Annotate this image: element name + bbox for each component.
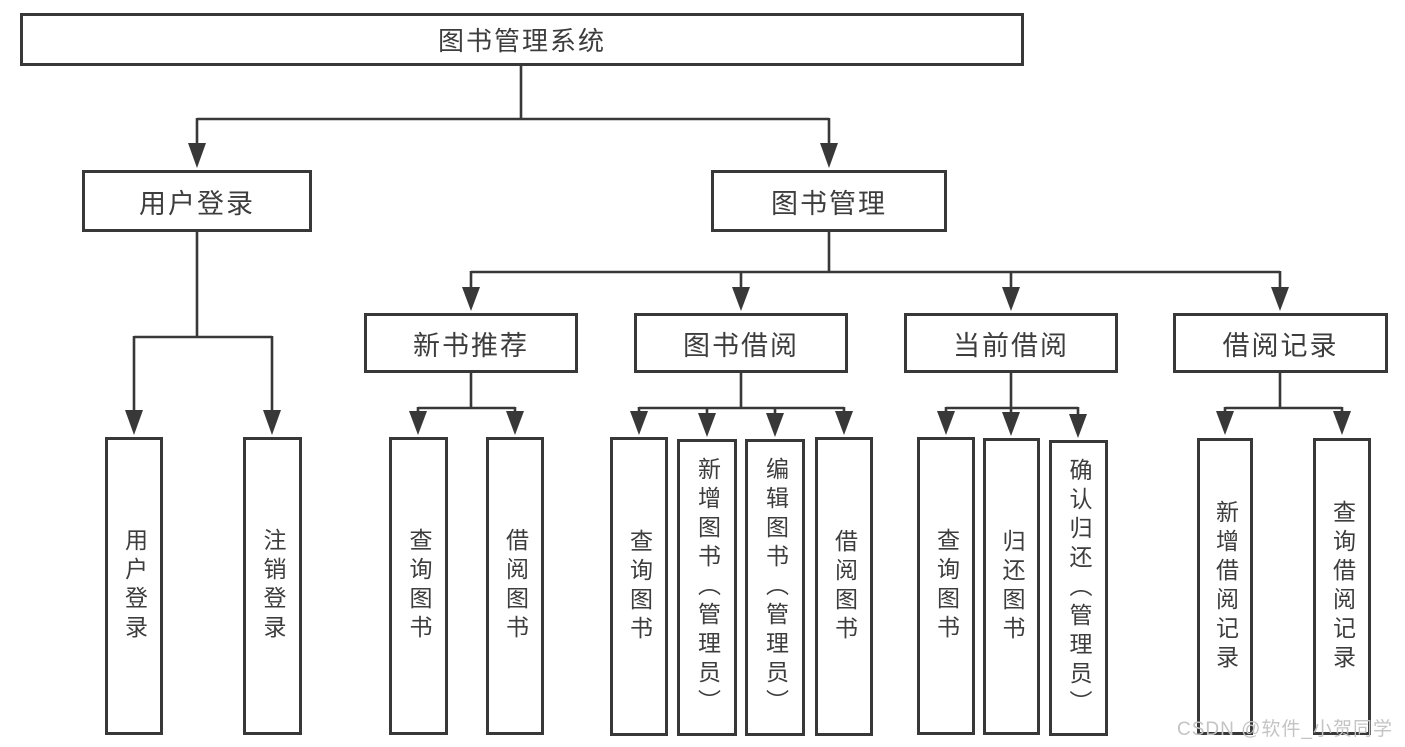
node-leaf-logout-label: 注销登录 [260, 528, 286, 644]
node-leaf-br-add-record: 新增借阅记录 [1197, 438, 1253, 735]
node-borrow-records-label: 借阅记录 [1222, 330, 1339, 361]
node-leaf-cb-query-books-label: 查询图书 [933, 528, 960, 644]
node-leaf-cb-confirm-return-admin: 确认归还（管理员） [1049, 440, 1108, 736]
node-user-login: 用户登录 [82, 170, 312, 232]
node-leaf-bb-edit-books-admin-label: 编辑图书（管理员） [762, 457, 789, 718]
node-new-book-recommend-label: 新书推荐 [413, 330, 529, 361]
node-leaf-bb-borrow-books-label: 借阅图书 [831, 528, 858, 645]
arrowheads [125, 143, 1351, 438]
node-leaf-cb-return-books-label: 归还图书 [999, 528, 1025, 645]
node-leaf-nbr-borrow-books: 借阅图书 [486, 437, 544, 735]
node-leaf-cb-confirm-return-admin-label: 确认归还（管理员） [1066, 457, 1092, 719]
node-leaf-bb-add-books-admin: 新增图书（管理员） [677, 439, 737, 736]
node-leaf-br-query-record: 查询借阅记录 [1313, 438, 1371, 735]
node-leaf-user-login: 用户登录 [105, 437, 163, 735]
node-leaf-cb-return-books: 归还图书 [983, 438, 1040, 735]
node-new-book-recommend: 新书推荐 [364, 313, 578, 373]
node-leaf-user-login-label: 用户登录 [121, 528, 148, 644]
node-leaf-nbr-query-books-label: 查询图书 [406, 528, 432, 644]
node-current-borrow-label: 当前借阅 [953, 330, 1069, 361]
node-leaf-nbr-borrow-books-label: 借阅图书 [502, 528, 529, 644]
node-leaf-logout: 注销登录 [243, 437, 302, 735]
node-book-borrow-label: 图书借阅 [683, 330, 799, 361]
csdn-watermark: CSDN @软件_小贺同学 [1177, 719, 1393, 740]
node-leaf-bb-query-books: 查询图书 [610, 437, 668, 736]
node-book-management-label: 图书管理 [771, 188, 887, 219]
node-leaf-bb-query-books-label: 查询图书 [626, 528, 653, 645]
node-leaf-bb-edit-books-admin: 编辑图书（管理员） [745, 439, 805, 736]
node-root-label: 图书管理系统 [437, 26, 606, 56]
node-leaf-bb-borrow-books: 借阅图书 [815, 437, 873, 736]
node-leaf-nbr-query-books: 查询图书 [389, 437, 448, 735]
node-leaf-br-query-record-label: 查询借阅记录 [1329, 499, 1356, 674]
node-leaf-br-add-record-label: 新增借阅记录 [1212, 499, 1239, 674]
node-leaf-bb-add-books-admin-label: 新增图书（管理员） [694, 457, 721, 718]
node-root: 图书管理系统 [20, 13, 1024, 66]
node-current-borrow: 当前借阅 [904, 313, 1118, 373]
node-borrow-records: 借阅记录 [1173, 313, 1388, 373]
connector-paths [132, 64, 1344, 417]
node-leaf-cb-query-books: 查询图书 [917, 437, 975, 735]
node-user-login-label: 用户登录 [139, 188, 255, 219]
node-book-borrow: 图书借阅 [634, 313, 848, 373]
node-book-management: 图书管理 [711, 170, 947, 232]
